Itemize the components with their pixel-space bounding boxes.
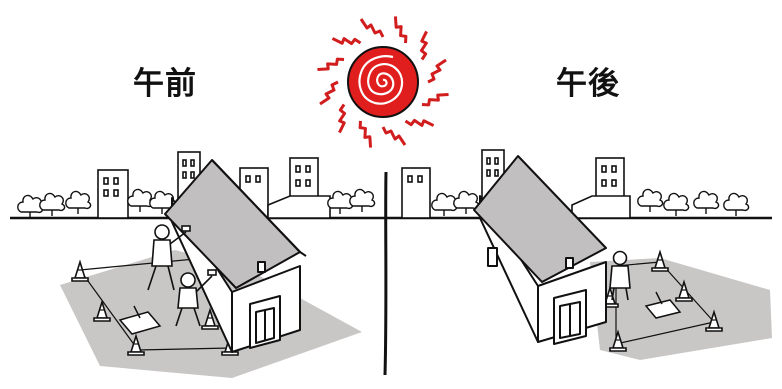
ground-shadow bbox=[590, 258, 772, 360]
worker-icon bbox=[147, 224, 191, 291]
worker-icon bbox=[175, 269, 217, 327]
house bbox=[164, 159, 307, 353]
mortar-tray bbox=[644, 299, 682, 319]
center-divider bbox=[383, 171, 388, 376]
sun-icon bbox=[315, 14, 451, 150]
house bbox=[473, 155, 607, 345]
worker-icon bbox=[609, 250, 631, 301]
afternoon-scene bbox=[473, 155, 772, 360]
afternoon-label: 午後 bbox=[556, 66, 620, 102]
morning-scene bbox=[60, 159, 362, 378]
morning-label: 午前 bbox=[133, 66, 197, 102]
